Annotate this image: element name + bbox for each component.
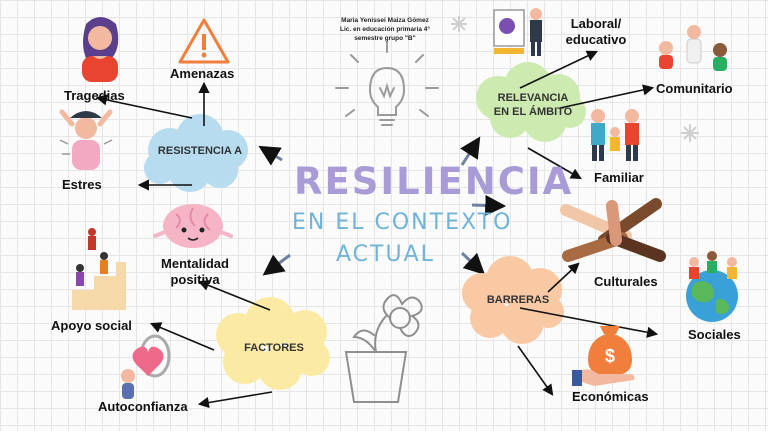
self-love-icon bbox=[121, 334, 171, 399]
label-apoyo-social: Apoyo social bbox=[51, 318, 132, 333]
node-relevancia-line1: RELEVANCIA bbox=[497, 92, 569, 104]
label-estres: Estres bbox=[62, 177, 102, 192]
teacher-board-icon bbox=[493, 8, 542, 56]
relevancia-cloud bbox=[476, 62, 586, 142]
label-sociales: Sociales bbox=[688, 327, 741, 342]
node-relevancia: RELEVANCIA EN EL ÁMBITO bbox=[488, 91, 578, 119]
sparkle-icon bbox=[451, 16, 699, 142]
node-relevancia-line2: EN EL ÁMBITO bbox=[493, 106, 573, 118]
label-mentalidad-line2: positiva bbox=[170, 272, 220, 287]
branch-arrows bbox=[95, 50, 659, 409]
node-barreras: BARRERAS bbox=[486, 294, 550, 306]
label-laboral-line1: Laboral/ bbox=[570, 16, 622, 31]
label-autoconfianza: Autoconfianza bbox=[98, 399, 188, 414]
label-mentalidad: Mentalidad positiva bbox=[150, 256, 240, 288]
author-info: Maria Yenissei Maiza Gómez Lic. en educa… bbox=[330, 16, 440, 43]
main-title: RESILIENCIA bbox=[294, 160, 574, 203]
stairs-people-icon bbox=[72, 228, 126, 310]
label-familiar: Familiar bbox=[594, 170, 644, 185]
label-laboral: Laboral/ educativo bbox=[556, 16, 636, 48]
author-name: Maria Yenissei Maiza Gómez bbox=[341, 17, 429, 24]
family-icon bbox=[591, 109, 639, 161]
label-laboral-line2: educativo bbox=[565, 32, 627, 47]
center-arrows bbox=[258, 136, 507, 276]
community-people-icon bbox=[659, 25, 727, 71]
stressed-person-icon bbox=[59, 109, 113, 170]
label-mentalidad-line1: Mentalidad bbox=[161, 256, 229, 271]
label-economicas: Económicas bbox=[572, 389, 649, 404]
brain-icon bbox=[153, 204, 233, 248]
label-culturales: Culturales bbox=[594, 274, 658, 289]
subtitle-line-2: ACTUAL bbox=[336, 242, 435, 267]
worried-person-icon bbox=[82, 17, 119, 82]
svg-text:$: $ bbox=[605, 346, 615, 366]
resistencia-cloud bbox=[144, 114, 248, 192]
factores-cloud bbox=[216, 297, 330, 390]
barreras-cloud bbox=[462, 256, 564, 344]
node-factores: FACTORES bbox=[244, 342, 304, 354]
money-bag-icon: $ bbox=[572, 326, 635, 386]
label-amenazas: Amenazas bbox=[170, 66, 235, 81]
subtitle-line-1: EN EL CONTEXTO bbox=[292, 210, 513, 235]
flower-pot-icon bbox=[344, 294, 423, 403]
hands-stack-icon bbox=[560, 198, 666, 262]
node-resistencia: RESISTENCIA A bbox=[157, 145, 243, 157]
author-program: Lic. en educación primaria 4° bbox=[339, 26, 431, 33]
label-tragedias: Tragedias bbox=[64, 88, 125, 103]
author-group: semestre grupo "B" bbox=[354, 35, 416, 42]
lightbulb-icon bbox=[335, 41, 439, 126]
globe-icon bbox=[686, 251, 738, 322]
warning-icon bbox=[178, 18, 230, 64]
label-comunitario: Comunitario bbox=[656, 81, 733, 96]
